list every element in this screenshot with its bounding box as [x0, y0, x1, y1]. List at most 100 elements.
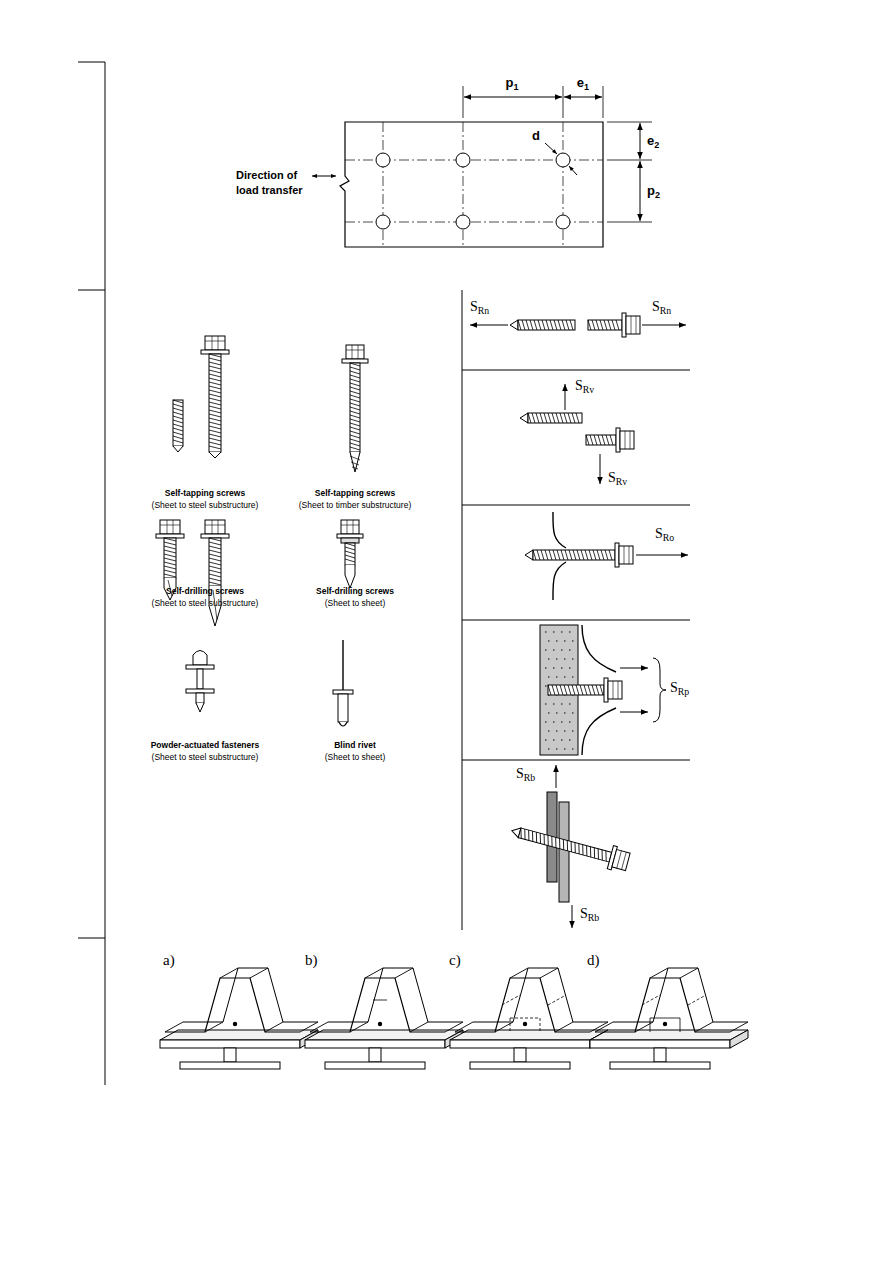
shape: [201, 534, 229, 538]
shape: [610, 1062, 710, 1069]
dimension-label: d: [532, 128, 540, 143]
symbol-main: S: [652, 299, 660, 314]
shape: [345, 543, 355, 565]
line: [510, 320, 518, 330]
panel-dividers: [462, 290, 690, 930]
plate-drawing: [312, 86, 652, 247]
line: [373, 1000, 387, 1001]
shape: [209, 354, 221, 452]
line: [342, 640, 343, 690]
direction-note: load transfer: [236, 184, 303, 196]
shape: [205, 520, 225, 534]
line: [209, 452, 221, 458]
line: [502, 995, 566, 1005]
shape: [160, 520, 180, 534]
line: [345, 543, 355, 562]
resistance-symbol: SRo: [655, 526, 674, 542]
line: [173, 446, 183, 452]
shape: [205, 336, 225, 350]
sheet-on-beam: [305, 968, 463, 1069]
line: [510, 1018, 540, 1032]
symbol-main: S: [670, 680, 678, 695]
fastener-caption: Powder-actuated fasteners: [151, 740, 260, 750]
shape: [196, 693, 204, 703]
line: [631, 316, 636, 334]
shape: [615, 543, 619, 567]
line: [339, 722, 347, 726]
shape: [180, 1062, 280, 1069]
fastener-caption: (Sheet to steel substructure): [152, 500, 259, 510]
line: [341, 520, 359, 534]
line: [642, 995, 706, 1005]
fastener-dot: [233, 1022, 237, 1026]
line: [518, 320, 573, 330]
line: [209, 538, 221, 585]
shape: [450, 1040, 590, 1048]
line: [624, 546, 629, 564]
shape: [337, 534, 363, 538]
resistance-symbol: SRn: [470, 299, 489, 315]
line: [548, 685, 603, 695]
line: [350, 363, 360, 450]
shape: [197, 669, 203, 689]
shape: [622, 313, 626, 337]
line: [196, 703, 204, 712]
symbol-subscript: Rv: [616, 476, 627, 487]
line: [350, 456, 360, 469]
line: [595, 968, 748, 1032]
shape: [619, 546, 633, 564]
direction-note: Direction of: [236, 169, 297, 181]
fastener-drawings: [156, 336, 368, 726]
fastener-dot: [663, 1022, 667, 1026]
line: [572, 905, 573, 928]
line: [164, 538, 176, 577]
shape: [209, 538, 221, 586]
symbol-subscript: Rb: [588, 912, 599, 923]
line: [582, 625, 616, 672]
shape: [201, 350, 229, 354]
fastener-caption: Self-tapping screws: [315, 488, 395, 498]
line: [346, 345, 364, 359]
resistance-symbol: SRv: [608, 470, 627, 486]
line: [205, 520, 225, 534]
dimension-label: p1: [505, 75, 518, 90]
line: [193, 651, 207, 666]
dimension-label: p2: [647, 183, 660, 198]
symbol-main: S: [655, 526, 663, 541]
shape: [588, 320, 622, 330]
line: [565, 384, 566, 410]
symbol-subscript: Ro: [663, 532, 674, 543]
shape: [559, 802, 569, 902]
figure-letter: d): [587, 952, 600, 969]
sheet-on-beam: [450, 968, 608, 1069]
symbol-subscript: Rp: [678, 686, 689, 697]
line: [165, 968, 318, 1032]
line: [328, 968, 463, 1022]
tilted-screw: [509, 819, 631, 873]
fastener-caption: (Sheet to steel substructure): [152, 752, 259, 762]
shape: [160, 1040, 300, 1048]
resistance-symbol: SRb: [580, 906, 599, 922]
shape: [341, 520, 359, 534]
sheet-on-beam: [590, 968, 748, 1069]
symbol-main: S: [580, 906, 588, 921]
symbol-subscript: Rv: [583, 384, 594, 395]
sheet-on-beam: [160, 968, 318, 1069]
line: [173, 400, 183, 443]
shape: [620, 431, 634, 449]
symbol-subscript: 2: [655, 190, 660, 200]
shape: [173, 400, 183, 446]
symbol-subscript: Rb: [524, 772, 535, 783]
symbol-main: p: [647, 183, 655, 198]
line: [520, 413, 528, 423]
shape: [186, 665, 214, 669]
shape: [224, 1048, 236, 1062]
symbol-main: S: [516, 766, 524, 781]
line: [653, 658, 666, 722]
shape: [514, 1048, 526, 1062]
line: [642, 325, 686, 326]
symbol-main: S: [470, 299, 478, 314]
shape: [548, 685, 604, 695]
shape: [341, 538, 359, 543]
resistance-symbol: SRv: [575, 378, 594, 394]
